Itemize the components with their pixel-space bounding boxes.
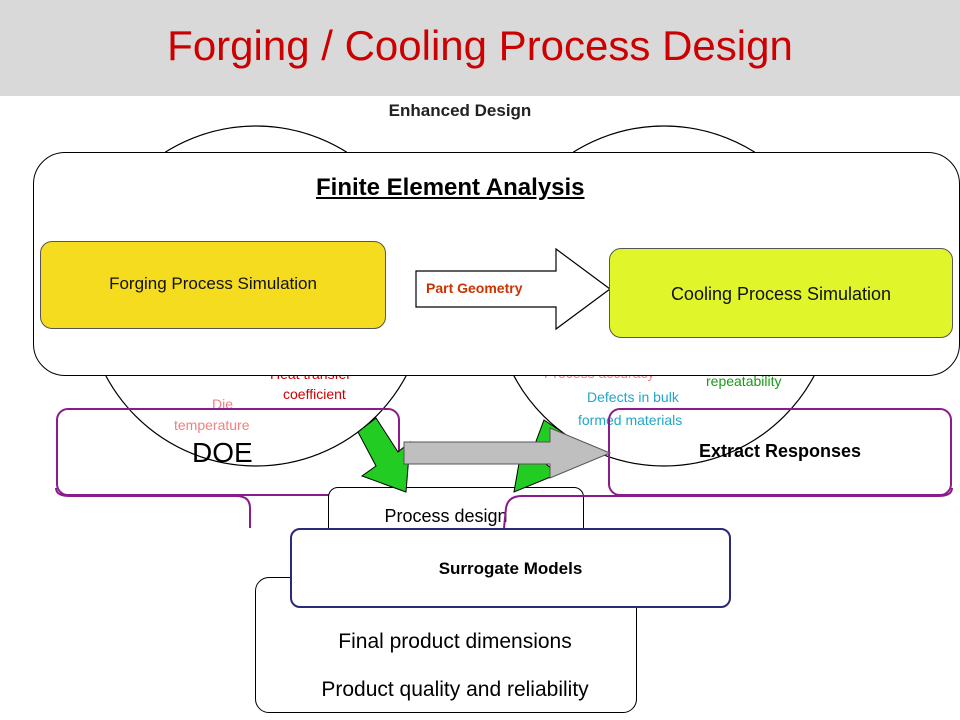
defects-label-1: Defects in bulk	[587, 389, 679, 405]
part-geometry-label: Part Geometry	[426, 280, 523, 296]
forging-simulation-label: Forging Process Simulation	[109, 274, 317, 293]
fea-title: Finite Element Analysis	[316, 174, 585, 201]
surrogate-models-box	[290, 528, 731, 608]
process-design-label: Process design	[384, 506, 508, 526]
die-temperature-label-2: temperature	[174, 417, 250, 433]
part-geometry-arrow	[415, 247, 612, 331]
defects-label-2: formed materials	[578, 412, 683, 428]
product-quality-reliability: Product quality and reliability	[321, 678, 589, 701]
cooling-simulation-box	[609, 248, 953, 338]
doe-label: DOE	[192, 437, 253, 468]
gray-arrow-right	[403, 427, 612, 479]
page-title: Forging / Cooling Process Design	[167, 22, 793, 69]
repeatability-label: repeatability	[706, 373, 782, 389]
surrogate-models-label: Surrogate Models	[438, 559, 583, 578]
enhanced-design-label: Enhanced Design	[388, 101, 532, 120]
cooling-simulation-label: Cooling Process Simulation	[670, 284, 892, 304]
heat-transfer-label-2: coefficient	[283, 386, 346, 402]
doe-connector	[55, 487, 251, 528]
extract-responses-label: Extract Responses	[698, 441, 862, 461]
forging-simulation-box	[40, 241, 386, 329]
green-arrow-down	[357, 417, 411, 493]
extract-connector	[503, 487, 953, 529]
final-product-dimensions: Final product dimensions	[338, 630, 572, 653]
title-bar	[0, 0, 960, 96]
